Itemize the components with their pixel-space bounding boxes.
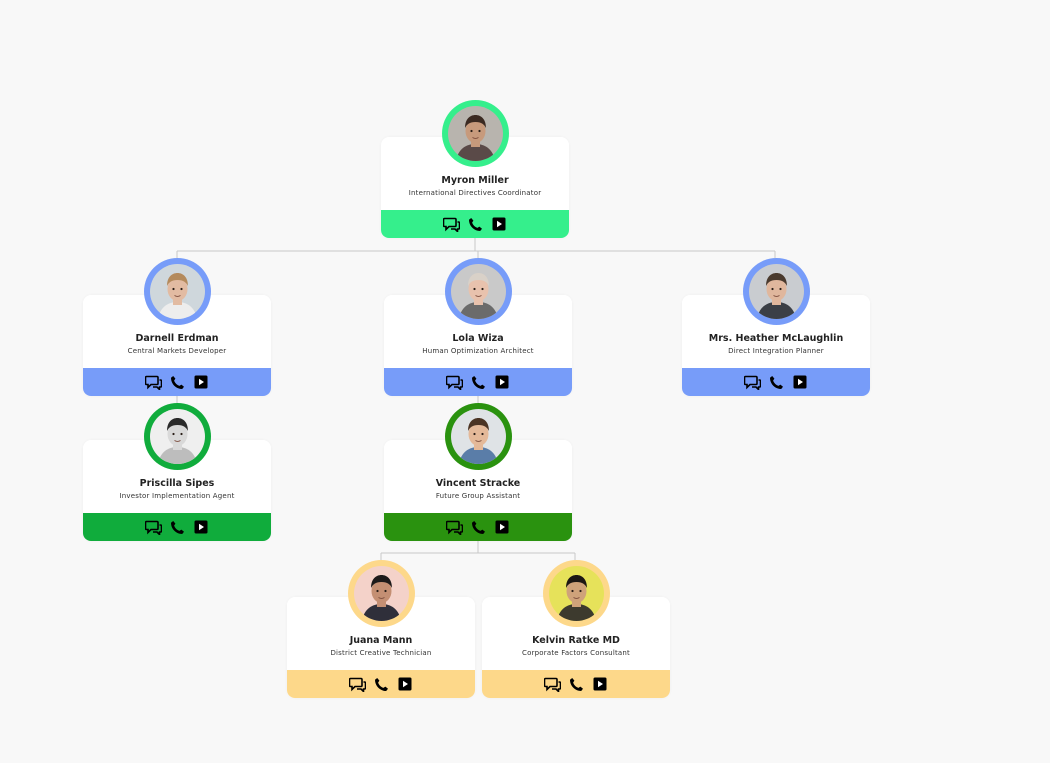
person-name: Mrs. Heather McLaughlin: [708, 333, 844, 344]
org-node-n4[interactable]: Mrs. Heather McLaughlin Direct Integrati…: [682, 258, 870, 396]
video-icon[interactable]: [492, 372, 512, 392]
video-icon[interactable]: [590, 674, 610, 694]
phone-icon[interactable]: [167, 517, 187, 537]
action-bar: [682, 368, 870, 396]
person-title: Direct Integration Planner: [728, 347, 824, 355]
phone-icon[interactable]: [766, 372, 786, 392]
person-title: Human Optimization Architect: [422, 347, 534, 355]
org-node-n6[interactable]: Vincent Stracke Future Group Assistant: [384, 403, 572, 541]
video-icon[interactable]: [489, 214, 509, 234]
person-title: Central Markets Developer: [127, 347, 227, 355]
node-card[interactable]: Kelvin Ratke MD Corporate Factors Consul…: [482, 597, 670, 698]
video-icon[interactable]: [492, 517, 512, 537]
person-title: Future Group Assistant: [435, 492, 521, 500]
avatar[interactable]: [354, 566, 409, 621]
phone-icon[interactable]: [566, 674, 586, 694]
message-icon[interactable]: [444, 372, 464, 392]
message-icon[interactable]: [444, 517, 464, 537]
avatar-ring: [348, 560, 415, 627]
video-icon[interactable]: [790, 372, 810, 392]
phone-icon[interactable]: [468, 517, 488, 537]
node-card[interactable]: Darnell Erdman Central Markets Developer: [83, 295, 271, 396]
phone-icon[interactable]: [465, 214, 485, 234]
person-name: Kelvin Ratke MD: [532, 635, 620, 646]
avatar[interactable]: [549, 566, 604, 621]
person-name: Myron Miller: [441, 175, 509, 186]
org-node-n2[interactable]: Darnell Erdman Central Markets Developer: [83, 258, 271, 396]
action-bar: [381, 210, 569, 238]
person-name: Darnell Erdman: [135, 333, 219, 344]
avatar-ring: [144, 258, 211, 325]
avatar-ring: [543, 560, 610, 627]
avatar[interactable]: [448, 106, 503, 161]
message-icon[interactable]: [542, 674, 562, 694]
avatar-ring: [445, 258, 512, 325]
avatar-ring: [442, 100, 509, 167]
node-card[interactable]: Myron Miller International Directives Co…: [381, 137, 569, 238]
action-bar: [287, 670, 475, 698]
message-icon[interactable]: [347, 674, 367, 694]
message-icon[interactable]: [441, 214, 461, 234]
org-node-n3[interactable]: Lola Wiza Human Optimization Architect: [384, 258, 572, 396]
person-title: International Directives Coordinator: [408, 189, 542, 197]
avatar-ring: [144, 403, 211, 470]
person-name: Juana Mann: [349, 635, 413, 646]
avatar[interactable]: [451, 409, 506, 464]
phone-icon[interactable]: [167, 372, 187, 392]
video-icon[interactable]: [395, 674, 415, 694]
avatar[interactable]: [150, 264, 205, 319]
person-name: Priscilla Sipes: [139, 478, 215, 489]
org-node-n7[interactable]: Juana Mann District Creative Technician: [287, 560, 475, 698]
avatar-ring: [445, 403, 512, 470]
action-bar: [482, 670, 670, 698]
person-title: District Creative Technician: [330, 649, 432, 657]
org-node-n1[interactable]: Myron Miller International Directives Co…: [381, 100, 569, 238]
avatar-ring: [743, 258, 810, 325]
message-icon[interactable]: [143, 372, 163, 392]
video-icon[interactable]: [191, 517, 211, 537]
video-icon[interactable]: [191, 372, 211, 392]
avatar[interactable]: [150, 409, 205, 464]
org-node-n8[interactable]: Kelvin Ratke MD Corporate Factors Consul…: [482, 560, 670, 698]
node-card[interactable]: Priscilla Sipes Investor Implementation …: [83, 440, 271, 541]
person-title: Investor Implementation Agent: [119, 492, 235, 500]
org-node-n5[interactable]: Priscilla Sipes Investor Implementation …: [83, 403, 271, 541]
avatar[interactable]: [749, 264, 804, 319]
avatar[interactable]: [451, 264, 506, 319]
action-bar: [83, 513, 271, 541]
action-bar: [384, 368, 572, 396]
action-bar: [83, 368, 271, 396]
person-name: Lola Wiza: [452, 333, 504, 344]
action-bar: [384, 513, 572, 541]
phone-icon[interactable]: [468, 372, 488, 392]
message-icon[interactable]: [742, 372, 762, 392]
person-title: Corporate Factors Consultant: [522, 649, 630, 657]
person-name: Vincent Stracke: [435, 478, 521, 489]
phone-icon[interactable]: [371, 674, 391, 694]
message-icon[interactable]: [143, 517, 163, 537]
